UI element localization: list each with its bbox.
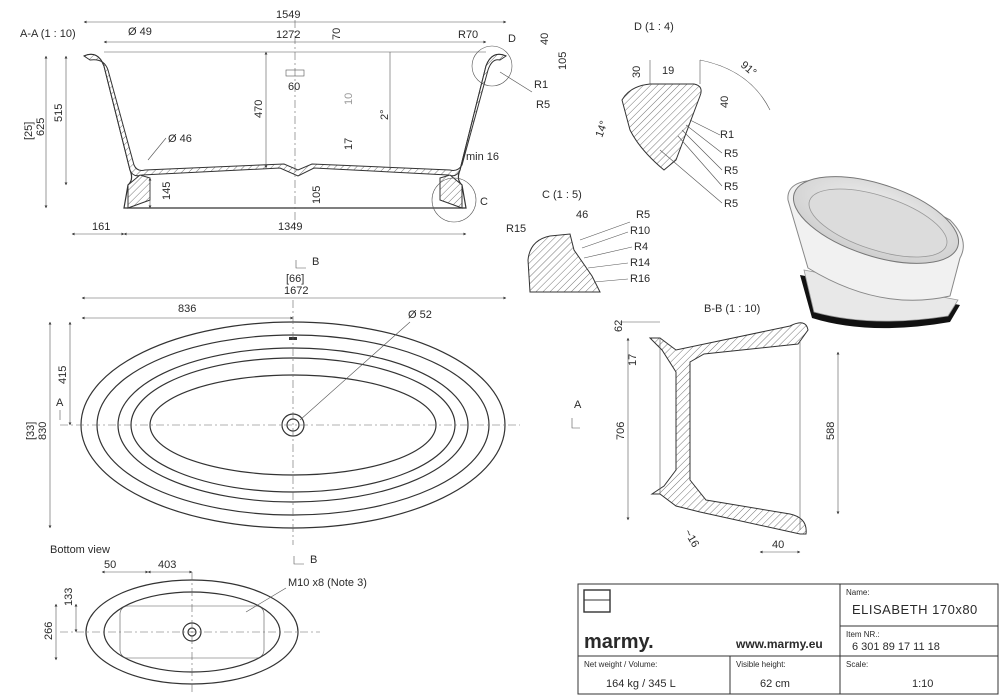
brand-name: marmy.: [584, 631, 654, 653]
detail-c-view: C (1 : 5) 46 R5 R15 R10 R4 R14 R16: [506, 189, 650, 293]
detail-c-r15: R15: [506, 223, 526, 235]
scale-value: 1:10: [912, 678, 933, 690]
top-dim-415: 415: [57, 366, 69, 384]
bb-dim-40: 40: [772, 539, 784, 551]
detail-c-r14: R14: [630, 257, 650, 269]
detail-d-title: D (1 : 4): [634, 21, 674, 33]
detail-d-dim-30: 30: [631, 66, 643, 78]
bottom-dim-133: 133: [63, 588, 75, 606]
item-label: Item NR.:: [846, 630, 880, 639]
item-value: 6 301 89 17 11 18: [852, 641, 940, 653]
detail-d-r5a: R5: [724, 148, 738, 160]
detail-c-title: C (1 : 5): [542, 189, 582, 201]
bb-dim-17: 17: [627, 354, 639, 366]
dim-min16: min 16: [466, 151, 499, 163]
dim-r5: R5: [536, 99, 550, 111]
bottom-dim-50: 50: [104, 559, 116, 571]
dim-161: 161: [92, 221, 110, 233]
detail-c-dim-46: 46: [576, 209, 588, 221]
bottom-b-label: B: [310, 554, 317, 566]
bb-dim-588: 588: [825, 422, 837, 440]
section-aa-view: A-A (1 : 10) 1549 1272 Ø 49 70 R70 40 10…: [20, 9, 569, 236]
dim-25: [25]: [23, 122, 35, 140]
section-bb-title: B-B (1 : 10): [704, 303, 760, 315]
detail-c-profile: [527, 233, 601, 293]
dim-2deg: 2°: [379, 109, 391, 120]
detail-d-dim-40: 40: [719, 96, 731, 108]
top-dim-836: 836: [178, 303, 196, 315]
section-aa-title: A-A (1 : 10): [20, 28, 76, 40]
dim-60: 60: [288, 81, 300, 93]
detail-d-dim-91: 91°: [738, 59, 758, 79]
top-dim-1672: 1672: [284, 285, 308, 297]
detail-c-r4: R4: [634, 241, 648, 253]
dim-1349: 1349: [278, 221, 302, 233]
detail-c-r16: R16: [630, 273, 650, 285]
detail-d-r5b: R5: [724, 165, 738, 177]
height-value: 62 cm: [760, 678, 790, 690]
tub-inner-profile: [82, 53, 508, 177]
dim-inner-width: 1272: [276, 29, 300, 41]
detail-d-r5c: R5: [724, 181, 738, 193]
dim-dia-46: Ø 46: [168, 133, 192, 145]
label-c: C: [480, 196, 488, 208]
label-d: D: [508, 33, 516, 45]
name-value: ELISABETH 170x80: [852, 602, 978, 617]
bathtub-3d-render: [787, 176, 964, 329]
height-label: Visible height:: [736, 660, 786, 669]
title-block: marmy. www.marmy.eu Name: ELISABETH 170x…: [577, 583, 999, 695]
detail-c-r5: R5: [636, 209, 650, 221]
bb-dim-62: 62: [613, 320, 625, 332]
detail-d-profile: [621, 83, 702, 171]
dim-overall-width: 1549: [276, 9, 300, 21]
section-bb-view: B-B (1 : 10) 62 17 706 588 ~16 40 A: [571, 303, 840, 554]
bottom-view: Bottom view B 50 403 M10 x8 (Note 3) 133…: [43, 544, 367, 692]
dim-dia-49: Ø 49: [128, 26, 152, 38]
dim-470: 470: [253, 100, 265, 118]
dim-105-bottom: 105: [311, 186, 323, 204]
top-dim-66: [66]: [286, 273, 304, 285]
dim-625: 625: [35, 118, 47, 136]
weight-label: Net weight / Volume:: [584, 660, 657, 669]
detail-d-circle: [471, 45, 513, 87]
dim-17: 17: [343, 138, 355, 150]
top-dim-830: 830: [37, 422, 49, 440]
dim-40: 40: [539, 33, 551, 45]
bb-a-label: A: [574, 399, 582, 411]
scale-label: Scale:: [846, 660, 868, 669]
bottom-dim-403: 403: [158, 559, 176, 571]
detail-d-r5d: R5: [724, 198, 738, 210]
dim-145: 145: [161, 182, 173, 200]
detail-d-view: D (1 : 4) 30 19 91° 40 14° R1 R5 R5 R5 R…: [594, 21, 771, 210]
detail-c-circle: [431, 177, 477, 223]
bottom-dim-m10: M10 x8 (Note 3): [288, 577, 367, 589]
dim-515: 515: [53, 104, 65, 122]
detail-d-r1: R1: [720, 129, 734, 141]
detail-d-dim-14: 14°: [594, 119, 611, 139]
bb-outer-profile: [648, 322, 809, 535]
detail-c-r10: R10: [630, 225, 650, 237]
weight-value: 164 kg / 345 L: [606, 678, 676, 690]
top-a-label: A: [56, 397, 64, 409]
overflow-slot: [285, 69, 305, 77]
detail-d-dim-19: 19: [662, 65, 674, 77]
tub-base-right: [439, 174, 463, 209]
top-dim-dia52: Ø 52: [408, 309, 432, 321]
name-label: Name:: [846, 588, 870, 597]
dim-10: 10: [343, 93, 355, 105]
brand-logo: [583, 589, 611, 613]
top-b-label: B: [312, 256, 319, 268]
dim-r70: R70: [458, 29, 478, 41]
dim-r1: R1: [534, 79, 548, 91]
bottom-dim-266: 266: [43, 622, 55, 640]
bottom-view-title: Bottom view: [50, 544, 110, 556]
top-view: B [66] 1672 836 Ø 52 415 830 [33] A: [25, 256, 520, 545]
top-dim-33: [33]: [25, 422, 37, 440]
bb-dim-706: 706: [615, 422, 627, 440]
website: www.marmy.eu: [735, 637, 823, 651]
dim-70: 70: [331, 28, 343, 40]
dim-105-top: 105: [557, 52, 569, 70]
bb-dim-16: ~16: [681, 528, 701, 550]
